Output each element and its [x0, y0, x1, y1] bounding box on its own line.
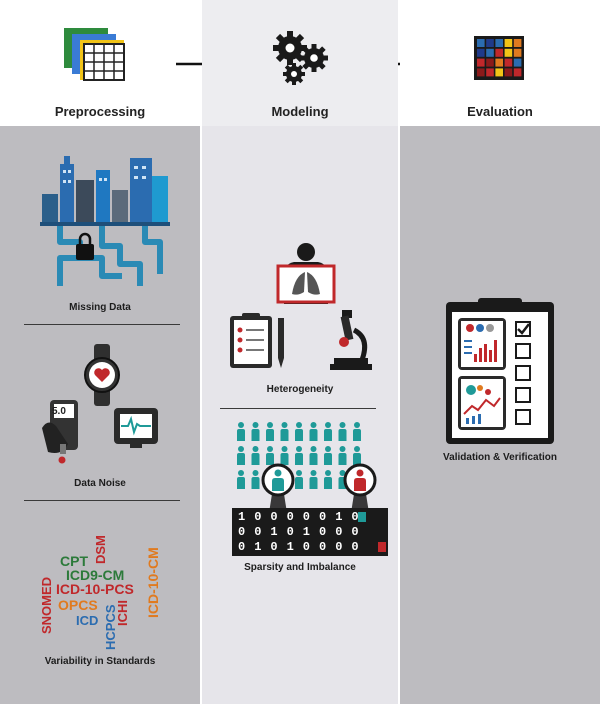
person-icon — [309, 446, 318, 465]
evaluation-header: Evaluation — [400, 0, 600, 126]
stage-title-preprocessing: Preprocessing — [54, 104, 146, 119]
highlight-cell — [358, 512, 366, 522]
person-icon — [295, 470, 303, 489]
heatmap-cell — [477, 68, 485, 77]
label-heterogeneity: Heterogeneity — [266, 384, 334, 395]
xray-icon — [276, 243, 336, 304]
person-icon — [324, 422, 332, 441]
person-icon — [280, 422, 289, 441]
evaluation-body: Validation & Verification — [400, 126, 600, 704]
standard-icd10pcs: ICD-10-PCS — [56, 581, 134, 597]
person-icon — [266, 446, 274, 465]
separator — [24, 324, 180, 325]
heatmap-cell — [477, 48, 485, 57]
gears-icon — [273, 31, 328, 85]
binary-row: 10000010 — [238, 510, 368, 524]
heart-monitor-icon — [114, 408, 158, 448]
heatmap-cell — [495, 68, 503, 77]
standard-icd9cm: ICD9-CM — [66, 567, 125, 583]
person-icon — [353, 446, 361, 465]
heatmap-cell — [486, 48, 494, 57]
person-icon — [324, 470, 332, 489]
person-icon — [237, 446, 245, 465]
person-icon — [237, 470, 245, 489]
preprocessing-body: Missing Data 5.0 Data Noise CPT — [0, 126, 200, 704]
modeling-column: Modeling Heterogeneity — [202, 0, 398, 704]
label-data-noise: Data Noise — [74, 478, 126, 489]
modeling-header: Modeling — [202, 0, 398, 126]
label-missing-data: Missing Data — [69, 302, 131, 313]
evaluation-column: Evaluation Validation & Verification — [400, 0, 600, 704]
person-icon — [309, 470, 318, 489]
person-icon — [280, 446, 289, 465]
highlight-cell — [378, 542, 386, 552]
person-icon — [353, 422, 361, 441]
person-icon — [309, 422, 318, 441]
spreadsheet-icon — [64, 28, 125, 81]
heatmap-cell — [486, 39, 494, 47]
person-icon — [237, 422, 245, 441]
person-icon — [324, 446, 332, 465]
glucometer-icon — [42, 400, 78, 464]
heatmap-cell — [477, 58, 485, 67]
standard-opcs: OPCS — [58, 597, 98, 613]
standard-ichi: ICHI — [115, 600, 130, 626]
clipboard-icon — [230, 313, 284, 368]
person-icon — [338, 422, 347, 441]
heatmap-grid-icon — [474, 36, 524, 80]
standard-dsm: DSM — [93, 535, 108, 564]
stage-title-evaluation: Evaluation — [467, 104, 533, 119]
heatmap-cell — [504, 58, 513, 67]
label-variability-standards: Variability in Standards — [44, 656, 156, 667]
checklist-clipboard-icon — [446, 298, 554, 444]
person-icon — [251, 446, 260, 465]
separator — [24, 500, 180, 501]
heatmap-cell — [513, 58, 522, 67]
heatmap-cell — [495, 39, 503, 47]
preprocessing-header: Preprocessing — [0, 0, 200, 126]
person-icon — [251, 422, 260, 441]
city-pipes-icon — [40, 156, 170, 286]
microscope-icon — [330, 310, 372, 370]
heatmap-cell — [513, 39, 522, 47]
heatmap-cell — [504, 39, 513, 47]
standard-icd: ICD — [76, 613, 99, 628]
binary-row: 00101000 — [238, 525, 368, 539]
heatmap-cell — [504, 68, 513, 77]
person-icon — [266, 422, 274, 441]
heatmap-cell — [486, 58, 494, 67]
smartwatch-icon — [84, 344, 120, 406]
heatmap-cell — [495, 48, 503, 57]
preprocessing-column: Preprocessing — [0, 0, 200, 704]
heatmap-cell — [513, 68, 522, 77]
standard-snomed: SNOMED — [39, 576, 54, 634]
heatmap-cell — [504, 48, 513, 57]
standard-cpt: CPT — [60, 553, 88, 569]
heatmap-cell — [477, 39, 485, 47]
binary-row: 01010000 — [238, 540, 368, 554]
modeling-body: Heterogeneity 10000010 00101000 01010000… — [202, 126, 398, 704]
label-sparsity-imbalance: Sparsity and Imbalance — [244, 562, 356, 573]
person-icon — [251, 470, 260, 489]
standard-icd10cm: ICD-10-CM — [145, 547, 161, 618]
person-icon — [295, 422, 303, 441]
stage-title-modeling: Modeling — [271, 104, 329, 119]
binary-grid: 10000010 00101000 01010000 — [232, 508, 388, 556]
glucometer-reading: 5.0 — [52, 406, 66, 417]
label-validation-verification: Validation & Verification — [443, 452, 557, 463]
person-icon — [295, 446, 303, 465]
heatmap-cell — [486, 68, 494, 77]
person-icon — [338, 446, 347, 465]
separator — [220, 408, 376, 409]
heatmap-cell — [513, 48, 522, 57]
heatmap-cell — [495, 58, 503, 67]
